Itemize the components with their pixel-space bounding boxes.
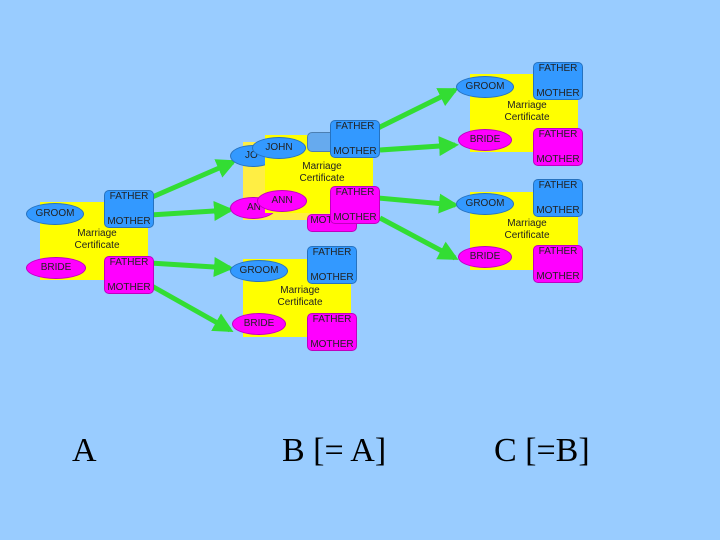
mother-label: MOTHER — [310, 272, 354, 283]
father-label: FATHER — [538, 129, 578, 140]
certificate-c1-groom: GROOM — [456, 76, 514, 98]
father-label: FATHER — [538, 63, 578, 74]
certificate-b1-groom-john: JOHN — [252, 137, 306, 159]
mother-label: MOTHER — [536, 88, 580, 99]
arrow-b1-mother-to-c1 — [379, 136, 459, 157]
arrow-a-mother-to-b1 — [149, 201, 234, 221]
arrow-b1-mother-to-c2 — [378, 215, 459, 261]
father-label: FATHER — [312, 247, 352, 258]
mother-label: MOTHER — [310, 339, 354, 350]
mother-label: MOTHER — [536, 154, 580, 165]
certificate-b1-title: Marriage Certificate — [299, 161, 345, 184]
certificate-b1-groom-parents: FATHER MOTHER — [330, 120, 380, 158]
father-label: FATHER — [109, 257, 149, 268]
father-label: FATHER — [109, 191, 149, 202]
certificate-b2-groom: GROOM — [230, 260, 288, 282]
father-label: FATHER — [538, 180, 578, 191]
label-c: C [=B] — [494, 432, 590, 469]
certificate-c2-groom: GROOM — [456, 193, 514, 215]
arrow-a-groom-to-b1 — [149, 159, 237, 201]
mother-label: MOTHER — [107, 216, 151, 227]
certificate-a-groom-parents: FATHER MOTHER — [104, 190, 154, 228]
certificate-b1-bride-parents: FATHER MOTHER — [330, 186, 380, 224]
certificate-c2-groom-parents: FATHER MOTHER — [533, 179, 583, 217]
father-label: FATHER — [538, 246, 578, 257]
mother-label: MOTHER — [333, 146, 377, 157]
certificate-c1-bride-parents: FATHER MOTHER — [533, 128, 583, 166]
arrow-b1-father-to-c1 — [376, 87, 459, 131]
certificate-a-bride-parents: FATHER MOTHER — [104, 256, 154, 294]
father-label: FATHER — [335, 121, 375, 132]
certificate-b2-bride-parents: FATHER MOTHER — [307, 313, 357, 351]
certificate-c1-bride: BRIDE — [458, 129, 512, 151]
certificate-a-bride: BRIDE — [26, 257, 86, 279]
certificate-c2-bride-parents: FATHER MOTHER — [533, 245, 583, 283]
mother-label: MOTHER — [536, 271, 580, 282]
father-label: FATHER — [312, 314, 352, 325]
certificate-a-groom: GROOM — [26, 203, 84, 225]
certificate-c2-bride: BRIDE — [458, 246, 512, 268]
certificate-b1-bride-ann: ANN — [257, 190, 307, 212]
certificate-b2-title: Marriage Certificate — [277, 285, 323, 308]
father-label: FATHER — [335, 187, 375, 198]
arrow-a-mother-to-b2 — [148, 282, 234, 333]
certificate-a-title: Marriage Certificate — [74, 228, 120, 251]
label-a: A — [72, 432, 97, 469]
certificate-c1-title: Marriage Certificate — [504, 100, 550, 123]
certificate-b2-bride: BRIDE — [232, 313, 286, 335]
mother-label: MOTHER — [107, 282, 151, 293]
label-b: B [= A] — [282, 432, 387, 469]
mother-label: MOTHER — [536, 205, 580, 216]
arrow-a-bride-to-b2 — [149, 257, 234, 277]
arrow-b1-father-to-c2 — [377, 193, 459, 214]
certificate-c2-title: Marriage Certificate — [504, 218, 550, 241]
certificate-c1-groom-parents: FATHER MOTHER — [533, 62, 583, 100]
certificate-b2-groom-parents: FATHER MOTHER — [307, 246, 357, 284]
mother-label: MOTHER — [333, 212, 377, 223]
